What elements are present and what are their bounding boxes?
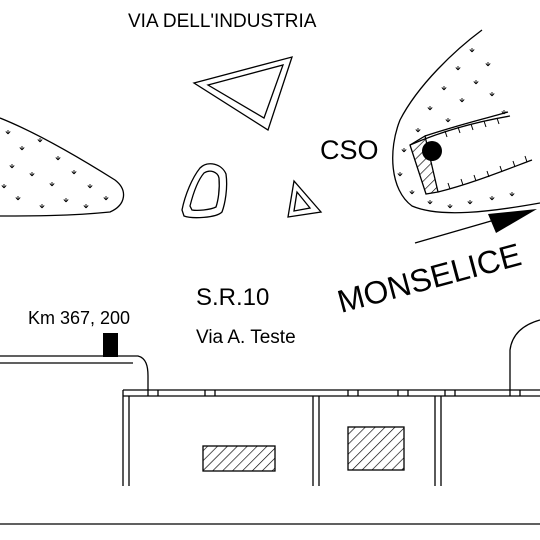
km-marker-icon (103, 333, 118, 357)
road-code-label: S.R.10 (196, 284, 269, 311)
right-green-area (392, 29, 540, 214)
triangle-island-large (192, 56, 293, 131)
left-green-area (0, 117, 125, 217)
building-block (0, 319, 540, 486)
direction-arrow-icon (414, 209, 537, 244)
cso-label: CSO (320, 135, 379, 165)
cso-marker-icon (422, 141, 442, 161)
triangle-island-small (287, 179, 323, 218)
direction-label: MONSELICE (333, 236, 524, 320)
street-label-north: VIA DELL'INDUSTRIA (128, 11, 317, 32)
rounded-island (181, 163, 228, 219)
street-label-main: Via A. Teste (196, 327, 296, 348)
hatched-room-right (347, 426, 405, 471)
km-marker-label: Km 367, 200 (28, 308, 130, 328)
hatched-room-left (202, 445, 276, 472)
